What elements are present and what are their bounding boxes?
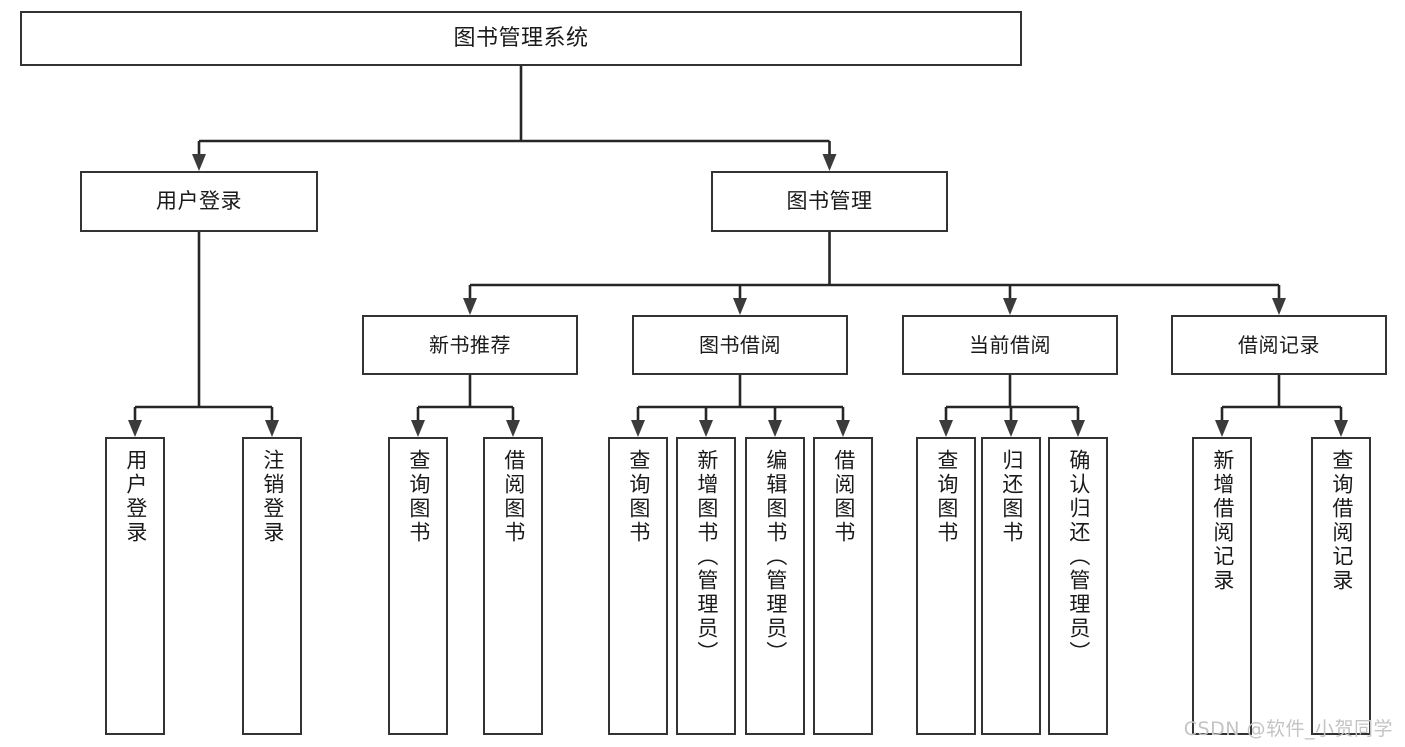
node-leaf-borrow-2[interactable]: 借阅图书 (813, 437, 873, 735)
node-label: 确认归还（管理员） (1066, 449, 1091, 665)
node-label: 注销登录 (260, 449, 285, 545)
node-leaf-add-rec[interactable]: 新增借阅记录 (1192, 437, 1252, 735)
node-label: 用户登录 (156, 188, 242, 213)
node-label: 新书推荐 (429, 332, 511, 357)
node-label: 归还图书 (999, 449, 1024, 545)
node-label: 图书管理 (786, 188, 873, 213)
node-label: 查询图书 (934, 449, 959, 545)
node-leaf-return[interactable]: 归还图书 (981, 437, 1041, 735)
node-label: 借阅记录 (1238, 332, 1320, 357)
node-label: 新增借阅记录 (1210, 449, 1235, 593)
node-book-borrow[interactable]: 图书借阅 (632, 315, 848, 375)
node-label: 查询图书 (626, 449, 651, 545)
node-leaf-user-login[interactable]: 用户登录 (105, 437, 165, 735)
node-label: 用户登录 (123, 449, 148, 545)
node-label: 新增图书（管理员） (694, 449, 719, 665)
node-current-borrow[interactable]: 当前借阅 (902, 315, 1118, 375)
node-leaf-edit-book[interactable]: 编辑图书（管理员） (745, 437, 805, 735)
node-borrow-record[interactable]: 借阅记录 (1171, 315, 1387, 375)
node-leaf-borrow-1[interactable]: 借阅图书 (483, 437, 543, 735)
node-root[interactable]: 图书管理系统 (20, 11, 1022, 66)
node-label: 借阅图书 (501, 449, 526, 545)
node-label: 编辑图书（管理员） (763, 449, 788, 665)
node-leaf-query-rec[interactable]: 查询借阅记录 (1311, 437, 1371, 735)
node-label: 图书管理系统 (453, 25, 589, 51)
node-leaf-query-3[interactable]: 查询图书 (916, 437, 976, 735)
node-label: 图书借阅 (699, 332, 781, 357)
node-leaf-confirm[interactable]: 确认归还（管理员） (1048, 437, 1108, 735)
node-leaf-query-1[interactable]: 查询图书 (388, 437, 448, 735)
node-label: 查询图书 (406, 449, 431, 545)
node-new-book-rec[interactable]: 新书推荐 (362, 315, 578, 375)
node-label: 查询借阅记录 (1329, 449, 1354, 593)
node-user-login[interactable]: 用户登录 (80, 171, 318, 232)
node-leaf-logout[interactable]: 注销登录 (242, 437, 302, 735)
watermark-label: CSDN @软件_小贺同学 (1183, 718, 1393, 740)
node-book-mgmt[interactable]: 图书管理 (711, 171, 948, 232)
node-leaf-query-2[interactable]: 查询图书 (608, 437, 668, 735)
node-label: 当前借阅 (969, 332, 1051, 357)
node-leaf-add-book[interactable]: 新增图书（管理员） (676, 437, 736, 735)
node-label: 借阅图书 (831, 449, 856, 545)
